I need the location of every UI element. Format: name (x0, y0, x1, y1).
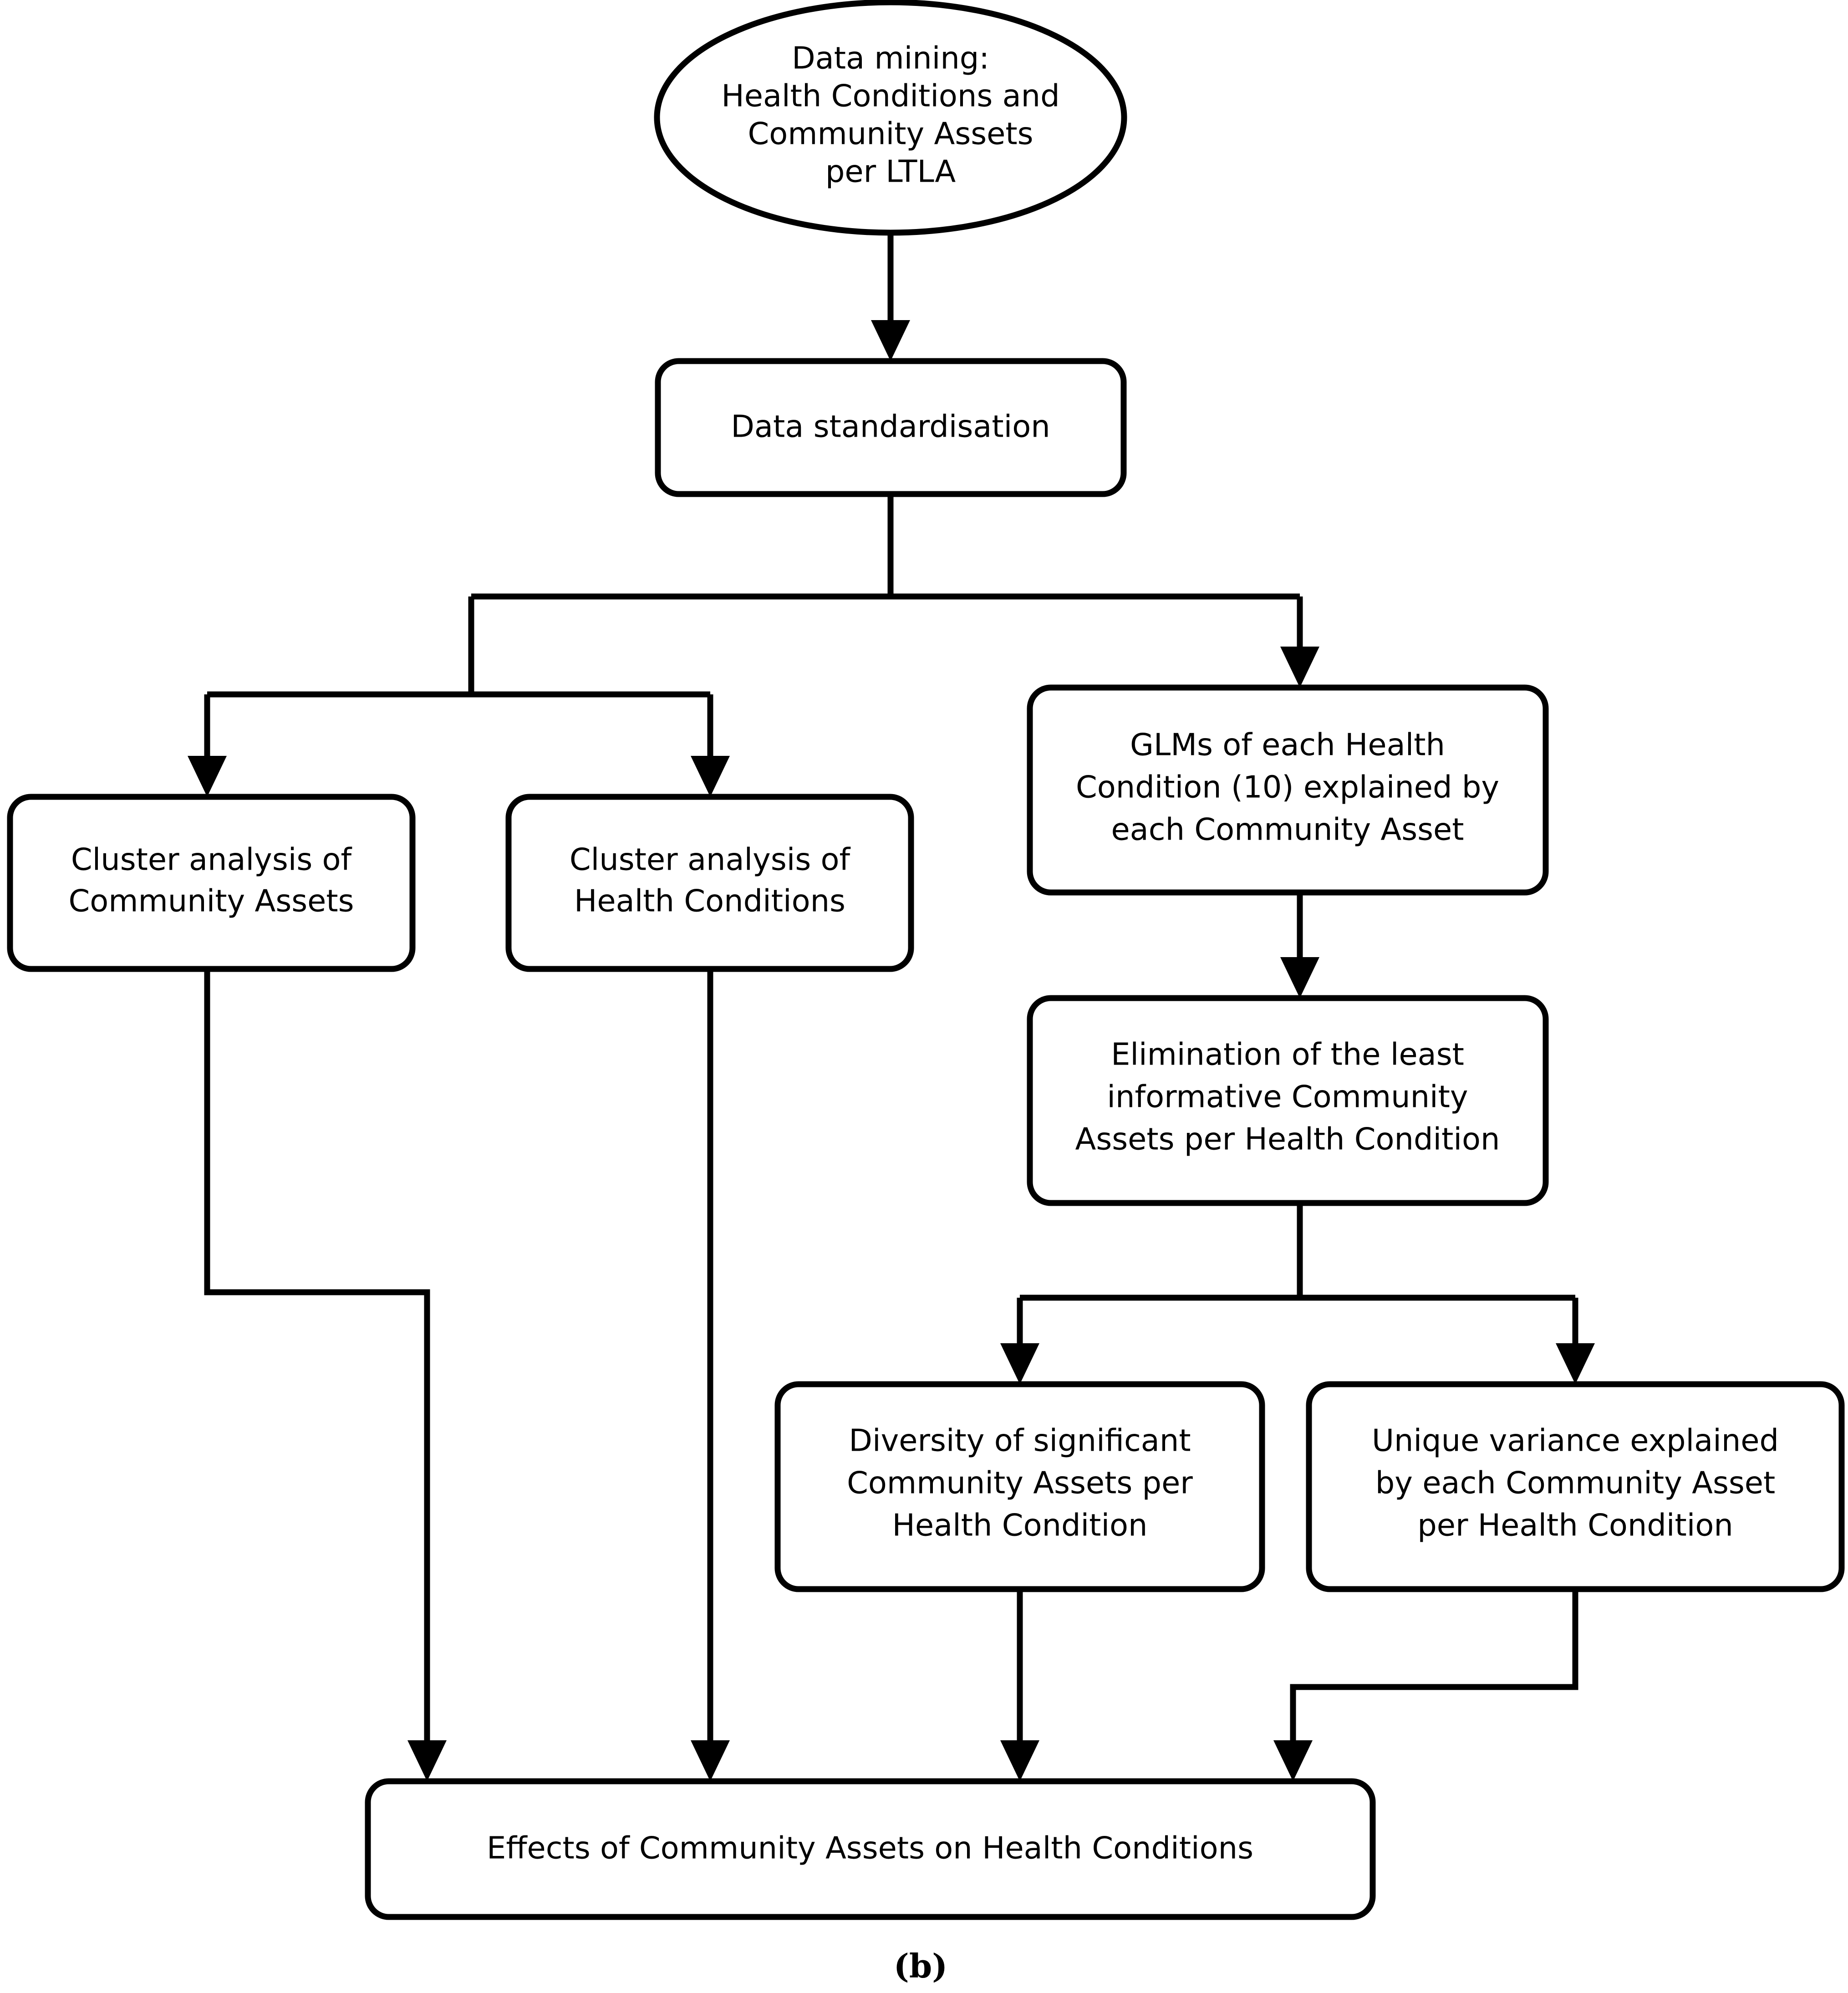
unique-variance-line-1: Unique variance explained (1372, 1423, 1779, 1458)
glms-line-3: each Community Asset (1111, 812, 1464, 847)
unique-variance-box (1306, 1381, 1845, 1592)
glms-line-1: GLMs of each Health (1130, 727, 1445, 763)
cluster-health-conditions-line-2: Health Conditions (574, 883, 845, 919)
glms-box (1027, 684, 1549, 896)
diversity-box (774, 1381, 1265, 1592)
node-data-mining[interactable]: Data mining: Health Conditions and Commu… (654, 0, 1127, 236)
connector-layer (188, 232, 1595, 1781)
data-mining-line-3: Community Assets (748, 116, 1033, 152)
edge-unique-variance-to-effects (1273, 1589, 1578, 1781)
elimination-line-2: informative Community (1107, 1079, 1468, 1115)
data-mining-line-4: per LTLA (825, 154, 956, 189)
unique-variance-line-2: by each Community Asset (1375, 1465, 1776, 1501)
edge-left-subtrunk (207, 596, 710, 698)
cluster-health-conditions-box (505, 794, 914, 972)
edge-to-glms (1280, 596, 1319, 688)
effects-box (365, 1778, 1376, 1920)
data-standardisation-box (655, 358, 1127, 497)
node-glms[interactable]: GLMs of each Health Condition (10) expla… (1027, 684, 1549, 896)
edge-data-mining-to-standardisation (871, 232, 910, 361)
cluster-community-assets-box (7, 794, 416, 972)
node-cluster-health-conditions[interactable]: Cluster analysis of Health Conditions (505, 794, 914, 972)
edge-glms-to-elimination (1280, 892, 1319, 998)
edge-standardisation-trunk (471, 494, 1300, 600)
data-mining-line-2: Health Conditions and (721, 78, 1059, 114)
elimination-line-3: Assets per Health Condition (1075, 1121, 1500, 1157)
edge-to-cluster-health-conditions (691, 694, 730, 797)
figure-caption: (b) (894, 1947, 947, 1985)
edge-to-diversity (1000, 1298, 1039, 1384)
diversity-line-2: Community Assets per (847, 1465, 1193, 1501)
edge-diversity-to-effects (1000, 1589, 1039, 1781)
edge-to-cluster-community-assets (188, 694, 227, 797)
unique-variance-line-3: per Health Condition (1417, 1508, 1733, 1543)
edge-cluster-community-assets-to-effects (204, 969, 447, 1781)
cluster-health-conditions-line-1: Cluster analysis of (570, 842, 851, 877)
diversity-line-1: Diversity of significant (849, 1423, 1191, 1458)
diversity-line-3: Health Condition (892, 1508, 1147, 1543)
edge-to-unique-variance (1556, 1298, 1595, 1384)
glms-line-2: Condition (10) explained by (1076, 770, 1499, 805)
elimination-box (1027, 995, 1549, 1206)
data-standardisation-label: Data standardisation (731, 409, 1050, 444)
effects-label: Effects of Community Assets on Health Co… (487, 1830, 1253, 1866)
data-mining-line-1: Data mining: (792, 41, 989, 76)
elimination-line-1: Elimination of the least (1111, 1037, 1464, 1072)
edge-cluster-health-conditions-to-effects (691, 969, 730, 1781)
node-elimination[interactable]: Elimination of the least informative Com… (1027, 995, 1549, 1206)
cluster-community-assets-line-1: Cluster analysis of (71, 842, 352, 877)
cluster-community-assets-line-2: Community Assets (68, 883, 354, 919)
node-data-standardisation[interactable]: Data standardisation (655, 358, 1127, 497)
node-unique-variance[interactable]: Unique variance explained by each Commun… (1306, 1381, 1845, 1592)
node-effects[interactable]: Effects of Community Assets on Health Co… (365, 1778, 1376, 1920)
node-diversity[interactable]: Diversity of significant Community Asset… (774, 1381, 1265, 1592)
edge-elimination-subtrunk (1020, 1202, 1575, 1301)
node-cluster-community-assets[interactable]: Cluster analysis of Community Assets (7, 794, 416, 972)
data-mining-ellipse (654, 0, 1127, 236)
